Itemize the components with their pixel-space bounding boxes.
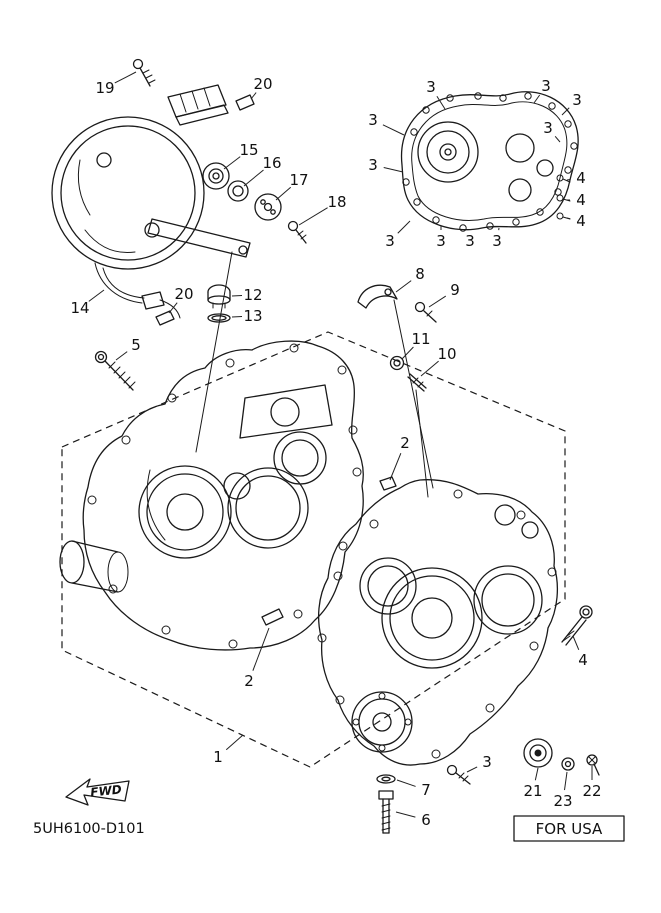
part-number-callout: 2 (400, 434, 410, 452)
bracket-and-screws (357, 284, 437, 498)
leader-line (298, 207, 328, 226)
part-number-callout: 3 (368, 111, 378, 129)
part-number-callout: 3 (385, 232, 395, 250)
dashed-assembly-boundary (61, 331, 566, 768)
part-number-callout: 3 (543, 119, 553, 137)
leader-line (534, 767, 539, 781)
leader-line (243, 169, 264, 187)
leader-line (566, 217, 571, 220)
part-number-callout: 4 (578, 651, 588, 669)
part-number-callout: 6 (421, 811, 431, 829)
leader-line (572, 635, 580, 651)
for-usa-box (513, 815, 625, 842)
part-number-callout: 3 (368, 156, 378, 174)
leader-line (383, 167, 404, 173)
part-number-callout: 16 (262, 154, 281, 172)
leader-line (564, 771, 568, 791)
small-parts-left (94, 284, 231, 391)
part-number-callout: 8 (415, 265, 425, 283)
leader-line (561, 107, 570, 116)
dowel-pins (261, 476, 397, 626)
part-number-callout: 9 (450, 281, 460, 299)
leader-line (420, 360, 439, 377)
part-number-callout: 22 (582, 782, 601, 800)
leader-lines (88, 71, 593, 818)
part-number-callout: 3 (465, 232, 475, 250)
part-number-callout: 3 (492, 232, 502, 250)
part-number-callout: 12 (243, 286, 262, 304)
crankcase-half-right (317, 479, 558, 766)
part-number-callout: 3 (482, 753, 492, 771)
leader-line (275, 186, 292, 201)
part-number-callout: 10 (437, 345, 456, 363)
leader-line (428, 295, 447, 308)
part-number-callout: 18 (327, 193, 346, 211)
line-art (51, 58, 625, 842)
part-number-callout: 15 (239, 141, 258, 159)
part-number-callout: 11 (411, 330, 430, 348)
leader-line (401, 346, 414, 360)
leader-line (554, 136, 561, 143)
part-number-callout: 7 (421, 781, 431, 799)
leader-line (250, 92, 257, 100)
part-number-callout: 3 (572, 91, 582, 109)
leader-line (389, 453, 402, 481)
part-number-callout: 4 (576, 169, 586, 187)
part-number-callout: 1 (213, 748, 223, 766)
right-hardware (523, 605, 600, 776)
for-usa-label: FOR USA (536, 820, 603, 838)
part-number-callout: 20 (253, 75, 272, 93)
leader-line (395, 280, 412, 293)
leader-line (397, 220, 411, 234)
leader-line (252, 627, 270, 671)
leader-line (396, 779, 416, 787)
leader-line (395, 811, 416, 818)
leader-line (382, 124, 405, 136)
fwd-arrow (65, 778, 130, 806)
part-number-callout: 17 (289, 171, 308, 189)
part-number-callout: 23 (553, 792, 572, 810)
part-number-callout: 3 (426, 78, 436, 96)
diagram-code: 5UH6100-D101 (33, 821, 145, 837)
part-number-callout: 3 (436, 232, 446, 250)
leader-line (88, 289, 105, 302)
part-number-callout: 19 (95, 79, 114, 97)
leader-line (436, 96, 446, 110)
part-number-callout: 20 (174, 285, 193, 303)
part-number-callout: 4 (576, 212, 586, 230)
part-number-callout: 2 (244, 672, 254, 690)
part-number-callout: 4 (576, 191, 586, 209)
part-number-callout: 21 (523, 782, 542, 800)
crankcase-half-left (59, 340, 364, 651)
part-number-callout: 5 (131, 336, 141, 354)
leader-line (225, 734, 244, 751)
leader-line (114, 71, 137, 84)
bottom-bolt-group (376, 764, 471, 834)
leader-line (223, 156, 241, 170)
leader-line (533, 94, 541, 104)
part-number-callout: 3 (541, 77, 551, 95)
fwd-label: FWD (90, 782, 123, 799)
stator-cover-assembly (51, 58, 307, 453)
crankcase-cover-top-right (400, 91, 579, 232)
part-number-callout: 13 (243, 307, 262, 325)
leader-line (168, 302, 178, 314)
leader-line (466, 766, 478, 773)
leader-line (115, 351, 128, 361)
part-number-callout: 14 (70, 299, 89, 317)
